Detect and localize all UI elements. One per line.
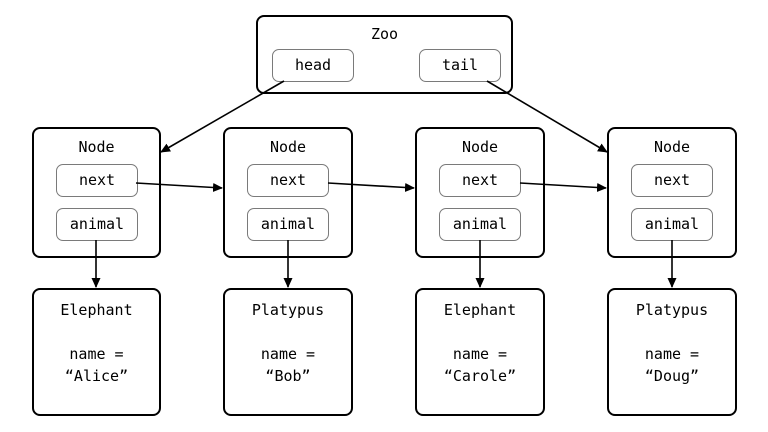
animal-name-value: “Carole”	[443, 367, 517, 385]
tail-field: tail	[419, 49, 501, 82]
next-arrow-2	[327, 182, 415, 192]
animal-name-line: name =	[452, 345, 508, 363]
animal-box-4: Platypus name = “Doug”	[607, 288, 737, 416]
animal-field: animal	[247, 208, 329, 241]
head-arrow	[160, 80, 285, 153]
next-field: next	[247, 164, 329, 197]
node-box-4: Node next animal	[607, 127, 737, 258]
animal-field: animal	[631, 208, 713, 241]
animal-name-value: “Bob”	[265, 367, 311, 385]
animal-name-line: name =	[260, 345, 316, 363]
animal-box-3: Elephant name = “Carole”	[415, 288, 545, 416]
animal-type: Platypus	[251, 301, 325, 319]
animal-type: Platypus	[635, 301, 709, 319]
next-field: next	[631, 164, 713, 197]
animal-box-2: Platypus name = “Bob”	[223, 288, 353, 416]
zoo-box: Zoo head tail	[256, 15, 513, 94]
animal-type: Elephant	[60, 301, 133, 319]
animal-name-value: “Doug”	[644, 367, 700, 385]
node-title: Node	[78, 138, 115, 156]
animal-field: animal	[439, 208, 521, 241]
tail-arrow	[486, 80, 608, 153]
animal-type: Elephant	[443, 301, 517, 319]
next-field: next	[439, 164, 521, 197]
node-box-3: Node next animal	[415, 127, 545, 258]
node-box-2: Node next animal	[223, 127, 353, 258]
animal-name-value: “Alice”	[64, 367, 129, 385]
head-field: head	[272, 49, 354, 82]
animal-name-line: name =	[69, 345, 124, 363]
zoo-title: Zoo	[370, 25, 399, 43]
animal-box-1: Elephant name = “Alice”	[32, 288, 161, 416]
next-field: next	[56, 164, 138, 197]
animal-field: animal	[56, 208, 138, 241]
next-arrow-1	[135, 182, 223, 192]
next-arrow-3	[519, 182, 607, 192]
node-title: Node	[653, 138, 691, 156]
node-title: Node	[269, 138, 307, 156]
node-title: Node	[461, 138, 499, 156]
animal-name-line: name =	[644, 345, 700, 363]
